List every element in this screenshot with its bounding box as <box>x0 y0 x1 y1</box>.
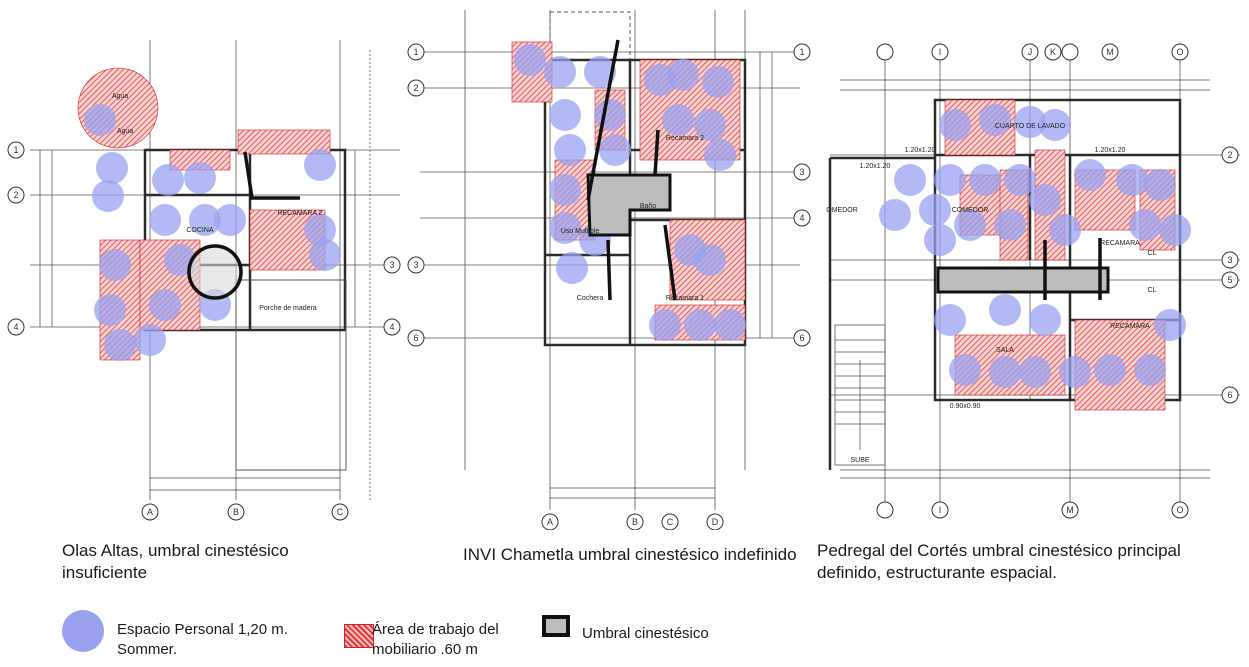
axis-bubble-b <box>227 503 245 521</box>
label-recamara-1: Recamara 1 <box>666 295 704 302</box>
label-cl-2: CL <box>1148 287 1157 294</box>
axis-label-o-bottom: O <box>1176 505 1183 515</box>
label-cocina: COCINA <box>186 227 214 234</box>
label-comedor-2: OMEDOR <box>826 207 858 214</box>
axis-label-j: J <box>1028 47 1033 57</box>
axis-label-4b: 4 <box>389 322 394 332</box>
axis-label-1: 1 <box>413 47 418 57</box>
axis-bubble-1 <box>7 141 25 159</box>
label-recamara-2: RECAMARA <box>1110 323 1150 330</box>
legend-personal-space-label: Espacio Personal 1,20 m. Sommer. <box>117 621 288 658</box>
axis-bubble-c <box>331 503 349 521</box>
axis-label-o: O <box>1176 47 1183 57</box>
axis-label-b: B <box>632 517 638 527</box>
legend-personal-space-swatch <box>62 610 104 652</box>
plan-invi-chametla: A B C D 1 2 1 3 4 3 6 6 <box>400 0 830 530</box>
plan-olas-altas: A B C 1 2 3 4 4 <box>0 0 420 530</box>
axis-label-4: 4 <box>13 322 18 332</box>
axis-label-6b: 6 <box>799 333 804 343</box>
axis-label-a: A <box>547 517 553 527</box>
caption-pedregal-cortes: Pedregal del Cortés umbral cinestésico p… <box>817 541 1181 582</box>
axis-label-c: C <box>337 507 344 517</box>
legend-work-area-swatch <box>344 624 374 648</box>
label-comedor: COMEDOR <box>952 207 989 214</box>
axis-label-3: 3 <box>389 260 394 270</box>
axis-label-k: K <box>1050 47 1056 57</box>
axis-label-3: 3 <box>799 167 804 177</box>
axis-label-3: 3 <box>1227 255 1232 265</box>
label-recamara: RECAMARA 2 <box>277 210 322 217</box>
legend-work-area-label: Área de trabajo del mobiliario .60 m <box>372 621 499 658</box>
axis-label-2: 2 <box>413 83 418 93</box>
floor-plan-olas-altas: A B C 1 2 3 4 4 <box>7 40 401 521</box>
label-cl-1: CL <box>1148 250 1157 257</box>
label-recamara-2: Recamara 2 <box>666 135 704 142</box>
axis-label-1: 1 <box>13 145 18 155</box>
axis-bubble-2 <box>7 186 25 204</box>
label-cochera: Cochera <box>577 295 604 302</box>
legend-threshold-label: Umbral cinestésico <box>582 625 709 642</box>
label-cuarto-lavado: CUARTO DE LAVADO <box>995 123 1066 130</box>
label-agua-2: Agua <box>117 128 133 135</box>
axis-bubble-3 <box>383 256 401 274</box>
axis-bubble-4b <box>383 318 401 336</box>
plan-pedregal-cortes: I J K M O I M O 2 3 5 6 <box>820 0 1249 530</box>
axis-label-5: 5 <box>1227 275 1232 285</box>
floor-plan-pedregal-cortes: I J K M O I M O 2 3 5 6 <box>826 43 1240 519</box>
label-agua-1: Agua <box>112 93 128 100</box>
floor-plan-invi-chametla: A B C D 1 2 1 3 4 3 6 6 <box>407 10 811 530</box>
axis-label-m-bottom: M <box>1066 505 1074 515</box>
label-dim-2: 1.20x1.20 <box>905 147 936 154</box>
label-dim-1: 1.20x1.20 <box>860 163 891 170</box>
axis-label-a: A <box>147 507 153 517</box>
axis-label-m: M <box>1106 47 1114 57</box>
label-sube: SUBE <box>850 457 869 464</box>
axis-bubble-a <box>141 503 159 521</box>
axis-label-i: I <box>939 47 942 57</box>
caption-invi-chametla: INVI Chametla umbral cinestésico indefin… <box>463 545 797 564</box>
label-bano: Baño <box>640 203 656 210</box>
axis-label-6: 6 <box>1227 390 1232 400</box>
label-recamara: RECAMARA <box>1100 240 1140 247</box>
legend-threshold-swatch <box>542 615 570 637</box>
label-dim-3: 1.20x1.20 <box>1095 147 1126 154</box>
label-dim-4: 0.90x0.90 <box>950 403 981 410</box>
axis-bubble-4 <box>7 318 25 336</box>
axis-label-2: 2 <box>1227 150 1232 160</box>
axis-label-4: 4 <box>799 213 804 223</box>
label-sala: SALA <box>996 347 1014 354</box>
caption-olas-altas: Olas Altas, umbral cinestésico insuficie… <box>62 541 289 582</box>
axis-label-b: B <box>233 507 239 517</box>
label-uso-multiple: Uso Multiple <box>561 228 600 235</box>
axis-label-1b: 1 <box>799 47 804 57</box>
axis-label-c: C <box>667 517 674 527</box>
axis-label-i-bottom: I <box>939 505 942 515</box>
axis-label-5: 3 <box>413 260 418 270</box>
axis-label-6: 6 <box>413 333 418 343</box>
label-porche: Porche de madera <box>259 305 317 312</box>
axis-label-2: 2 <box>13 190 18 200</box>
axis-label-d: D <box>712 517 719 527</box>
